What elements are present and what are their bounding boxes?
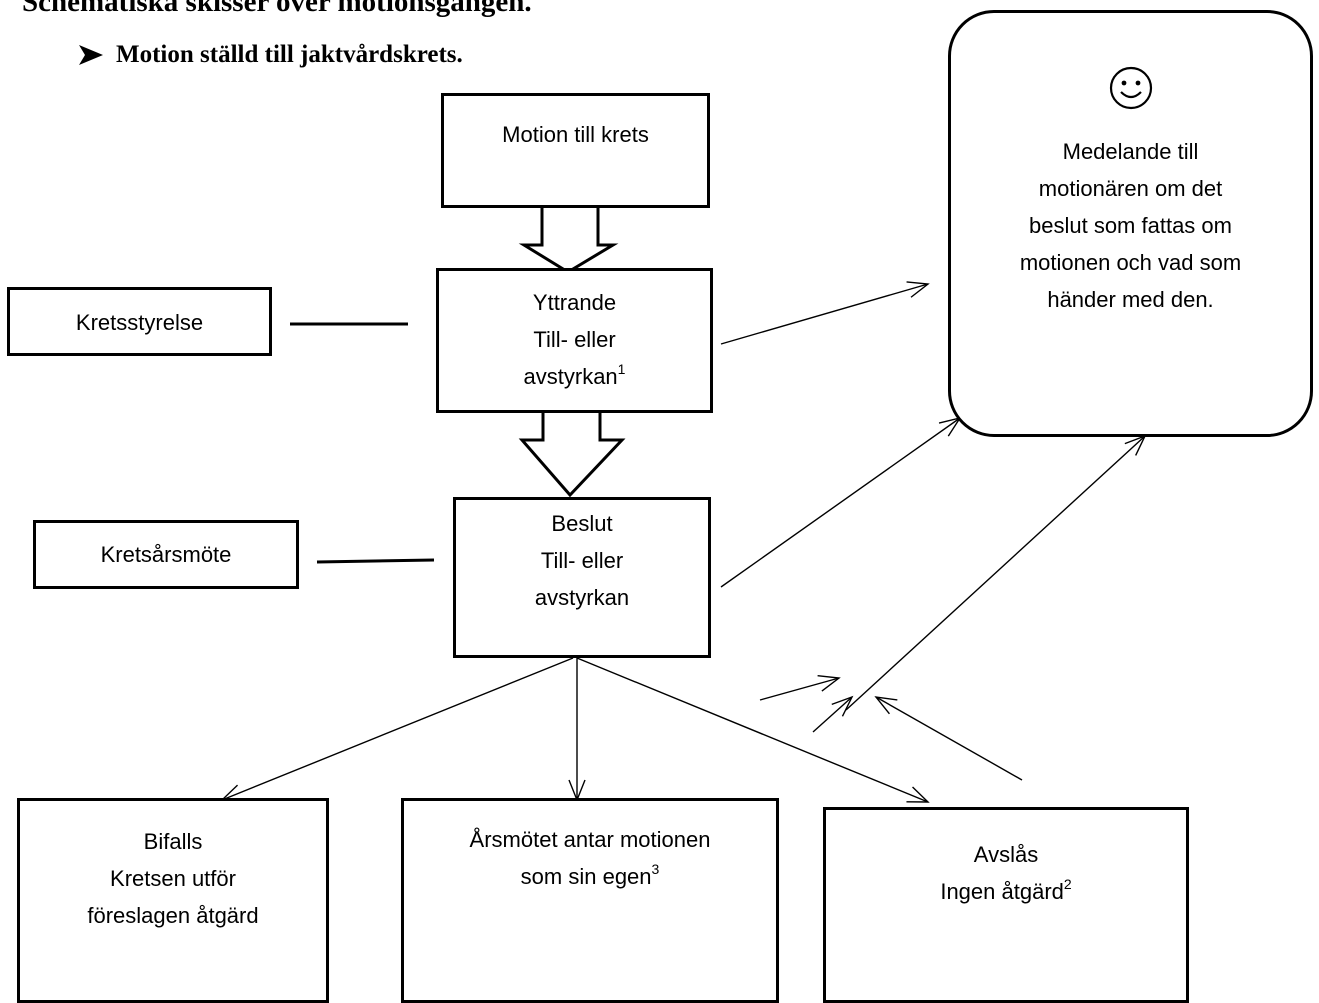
smiley-icon — [1108, 65, 1154, 111]
kretsstyrelse-label: Kretsstyrelse — [75, 310, 204, 335]
notice-line4: motionen och vad som — [1019, 250, 1242, 275]
footnote-1: 1 — [617, 360, 626, 377]
arrow-avslas-back — [874, 696, 1023, 781]
arrow-to-notice-long — [845, 434, 1147, 711]
notice-box: Medelande till motionären om det beslut … — [948, 10, 1313, 437]
antar-line2-text: som sin egen — [520, 864, 652, 889]
beslut-box: Beslut Till- eller avstyrkan — [453, 497, 711, 658]
beslut-line2: Till- eller — [540, 548, 624, 573]
page-title: Schematiska skisser över motionsgången. — [22, 0, 532, 18]
bifalls-line2: Kretsen utför — [110, 866, 236, 891]
antar-line1: Årsmötet antar motionen — [469, 827, 711, 852]
yttrande-line1: Yttrande — [532, 290, 617, 315]
notice-line1: Medelande till — [1062, 139, 1199, 164]
arrow-small-2 — [812, 695, 854, 733]
bifalls-line3: föreslagen åtgärd — [87, 903, 259, 928]
arrow-small-1 — [759, 674, 841, 701]
beslut-line1: Beslut — [551, 511, 613, 536]
yttrande-line3-text: avstyrkan — [523, 364, 618, 389]
antar-box: Årsmötet antar motionen som sin egen3 — [401, 798, 779, 1003]
notice-line2: motionären om det — [1038, 176, 1223, 201]
yttrande-line3: avstyrkan1 — [439, 358, 710, 395]
block-arrow-yttrande-to-beslut — [518, 408, 626, 498]
notice-line3: beslut som fattas om — [1029, 213, 1232, 238]
arrow-beslut-to-bifalls — [220, 657, 574, 801]
connector-kretsarsmote — [316, 558, 435, 564]
yttrande-line2: Till- eller — [533, 327, 616, 352]
motion-box-text: Motion till krets — [502, 122, 649, 147]
subtitle: Motion ställd till jaktvårdskrets. — [78, 38, 463, 72]
arrow-yttrande-to-notice — [720, 281, 930, 345]
antar-line2: som sin egen3 — [404, 858, 776, 895]
avslas-box: Avslås Ingen åtgärd2 — [823, 807, 1189, 1003]
block-arrow-motion-to-yttrande — [518, 203, 619, 274]
notice-line5: händer med den. — [1047, 287, 1214, 312]
arrowhead-bullet-icon — [78, 42, 104, 68]
arrow-beslut-to-notice — [720, 416, 962, 588]
arrow-beslut-to-avslas — [576, 657, 930, 803]
motion-box: Motion till krets — [441, 93, 710, 208]
footnote-2: 2 — [1063, 875, 1072, 892]
avslas-line2: Ingen åtgärd2 — [826, 873, 1186, 910]
yttrande-box: Yttrande Till- eller avstyrkan1 — [436, 268, 713, 413]
subtitle-text: Motion ställd till jaktvårdskrets. — [116, 41, 463, 68]
bifalls-box: Bifalls Kretsen utför föreslagen åtgärd — [17, 798, 329, 1003]
bifalls-line1: Bifalls — [143, 829, 203, 854]
avslas-line1: Avslås — [973, 842, 1039, 867]
avslas-line2-text: Ingen åtgärd — [940, 879, 1064, 904]
footnote-3: 3 — [651, 860, 660, 877]
kretsarsmote-box: Kretsårsmöte — [33, 520, 299, 589]
kretsarsmote-label: Kretsårsmöte — [100, 542, 232, 567]
beslut-line3: avstyrkan — [534, 585, 630, 610]
kretsstyrelse-box: Kretsstyrelse — [7, 287, 272, 356]
